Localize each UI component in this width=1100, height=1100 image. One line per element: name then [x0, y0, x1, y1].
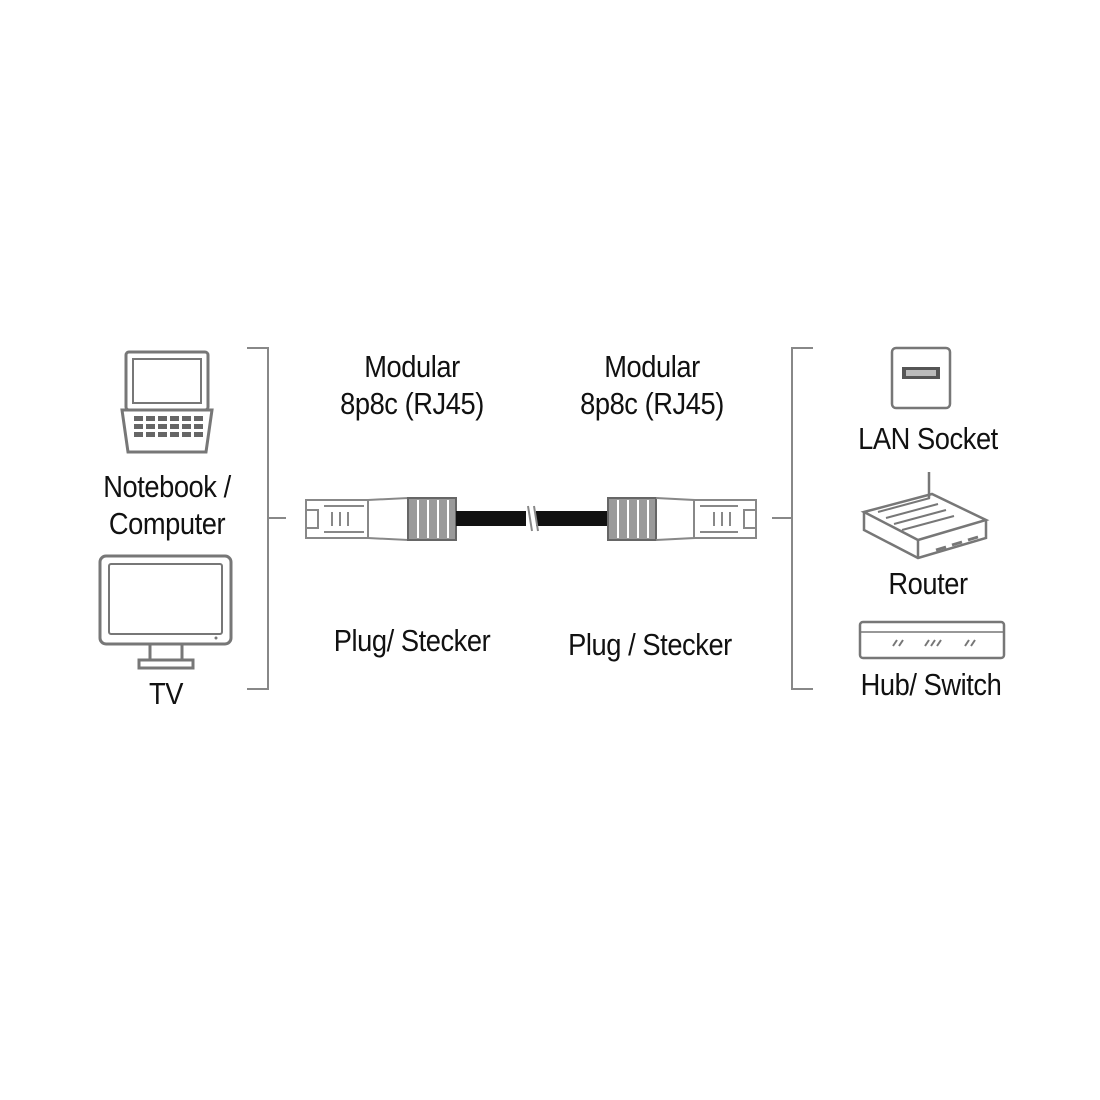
right-plug-label: Plug / Stecker: [568, 627, 732, 662]
hub-switch-label: Hub/ Switch: [860, 667, 1002, 702]
right-bracket: [772, 347, 813, 690]
lan-socket-icon: [890, 346, 952, 410]
left-connector-type-label: Modular 8p8c (RJ45): [340, 349, 484, 421]
tv-icon: [98, 554, 233, 670]
cable: [456, 505, 608, 532]
notebook-computer-label: Notebook / Computer: [103, 469, 231, 541]
right-rj45-plug-icon: [607, 497, 757, 541]
notebook-icon: [120, 350, 214, 454]
left-rj45-plug-icon: [305, 496, 457, 542]
left-plug-label: Plug/ Stecker: [333, 623, 491, 658]
right-connector-type-label: Modular 8p8c (RJ45): [580, 349, 724, 421]
tv-label: TV: [149, 676, 183, 711]
lan-socket-label: LAN Socket: [858, 421, 998, 456]
left-bracket: [247, 347, 286, 690]
hub-switch-icon: [858, 620, 1006, 660]
router-icon: [860, 472, 990, 560]
router-label: Router: [888, 566, 968, 601]
